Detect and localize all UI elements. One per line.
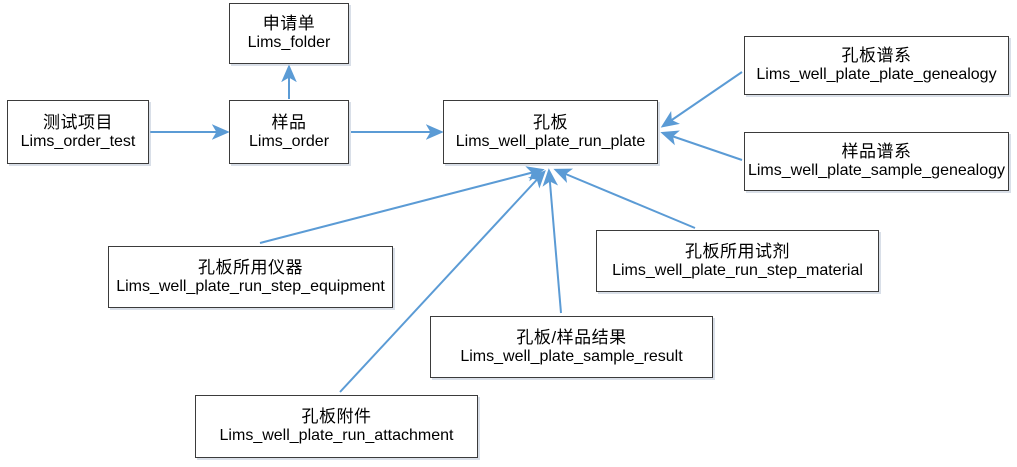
- edge-sample_genealogy-to-run_plate: [660, 130, 743, 161]
- node-title-cn: 样品谱系: [841, 142, 912, 162]
- node-title-en: Lims_order_test: [20, 132, 136, 150]
- node-title-en: Lims_well_plate_run_plate: [455, 132, 646, 150]
- edge-sample_result-to-run_plate: [542, 168, 562, 314]
- node-order-test[interactable]: 测试项目 Lims_order_test: [7, 100, 149, 164]
- node-title-cn: 孔板附件: [301, 407, 372, 427]
- node-title-en: Lims_order: [248, 132, 330, 150]
- node-title-en: Lims_folder: [247, 34, 331, 52]
- edge-run_step_equipment-to-run_plate: [259, 166, 545, 244]
- node-title-cn: 申请单: [262, 14, 316, 34]
- node-folder[interactable]: 申请单 Lims_folder: [229, 3, 349, 64]
- node-title-en: Lims_well_plate_run_step_material: [612, 261, 863, 279]
- node-run-plate[interactable]: 孔板 Lims_well_plate_run_plate: [443, 100, 658, 164]
- node-title-en: Lims_well_plate_sample_result: [460, 347, 683, 365]
- node-title-cn: 样品: [271, 112, 307, 132]
- node-plate-genealogy[interactable]: 孔板谱系 Lims_well_plate_plate_genealogy: [744, 36, 1009, 95]
- node-title-en: Lims_well_plate_run_step_equipment: [116, 277, 385, 295]
- node-title-cn: 孔板所用试剂: [685, 241, 790, 261]
- node-order[interactable]: 样品 Lims_order: [229, 100, 349, 164]
- node-title-cn: 孔板所用仪器: [198, 257, 303, 277]
- node-title-en: Lims_well_plate_run_attachment: [219, 427, 454, 445]
- node-title-cn: 孔板: [533, 112, 568, 132]
- node-sample-result[interactable]: 孔板/样品结果 Lims_well_plate_sample_result: [430, 316, 713, 378]
- node-title-cn: 孔板谱系: [841, 46, 912, 66]
- node-title-en: Lims_well_plate_plate_genealogy: [756, 66, 997, 84]
- node-run-step-equipment[interactable]: 孔板所用仪器 Lims_well_plate_run_step_equipmen…: [108, 246, 393, 308]
- edge-plate_genealogy-to-run_plate: [660, 71, 743, 128]
- node-run-attachment[interactable]: 孔板附件 Lims_well_plate_run_attachment: [195, 395, 478, 458]
- node-title-en: Lims_well_plate_sample_genealogy: [747, 162, 1006, 180]
- node-title-cn: 孔板/样品结果: [516, 327, 627, 347]
- node-title-cn: 测试项目: [43, 112, 113, 132]
- node-sample-genealogy[interactable]: 样品谱系 Lims_well_plate_sample_genealogy: [744, 132, 1009, 191]
- edge-run_step_material-to-run_plate: [553, 168, 696, 229]
- node-run-step-material[interactable]: 孔板所用试剂 Lims_well_plate_run_step_material: [596, 230, 879, 292]
